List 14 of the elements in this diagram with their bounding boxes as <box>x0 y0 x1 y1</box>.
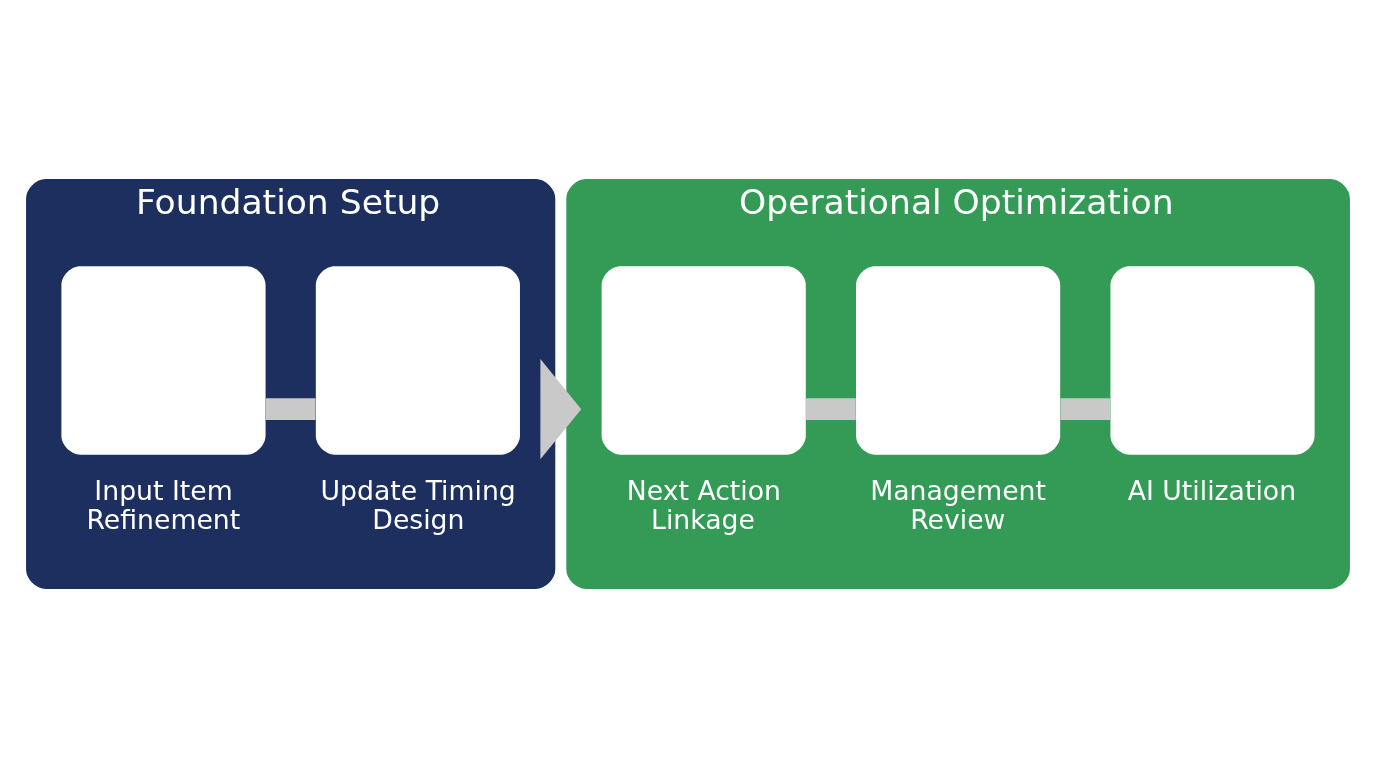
node-box <box>61 266 266 455</box>
node-box <box>601 266 806 455</box>
node-box <box>315 266 520 455</box>
node-label: AI Utilization <box>1127 474 1297 506</box>
connector <box>265 398 316 421</box>
node-label: Management Review <box>870 474 1046 536</box>
node-box <box>856 266 1061 455</box>
connector <box>806 398 856 421</box>
connector <box>1060 398 1111 421</box>
node-box <box>1110 266 1315 455</box>
arrow <box>540 359 582 460</box>
node-label: Input Item Refinement <box>86 474 241 536</box>
node-label: Update Timing Design <box>320 474 516 536</box>
node-label: Next Action Linkage <box>626 474 781 536</box>
